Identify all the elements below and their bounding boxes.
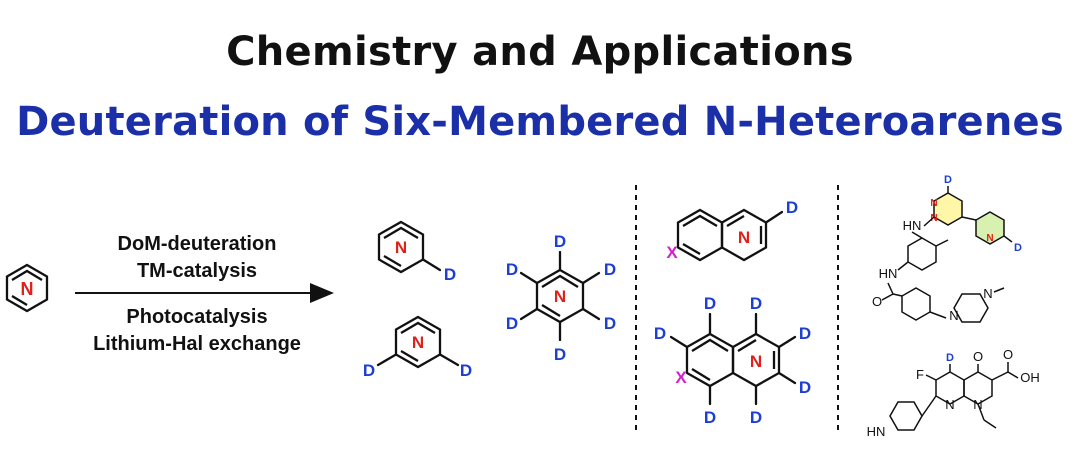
n-label: N — [395, 238, 407, 257]
n-label: N — [949, 308, 958, 323]
pyridine-di-deuterated: N D D — [363, 315, 472, 380]
o-label: O — [973, 349, 983, 364]
d-label: D — [654, 324, 666, 343]
d-label: D — [750, 294, 762, 313]
nh-label: HN — [867, 424, 886, 439]
n-label: N — [554, 287, 566, 306]
n-label: N — [930, 213, 937, 224]
fused-bicycle-per-deuterated: N X D D D D D D D — [654, 294, 811, 427]
x-label: X — [675, 368, 687, 387]
d-label: D — [946, 352, 954, 364]
d-label: D — [750, 408, 762, 427]
n-label: N — [986, 233, 993, 244]
oh-label: OH — [1020, 370, 1040, 385]
pyridine-mono-deuterated: N D — [377, 220, 456, 284]
pyridine-n-label: N — [21, 279, 34, 299]
d-label: D — [363, 361, 375, 380]
condition-photocatalysis: Photocatalysis — [126, 306, 267, 328]
d-label: D — [554, 232, 566, 251]
d-label: D — [704, 294, 716, 313]
pyrimidine-highlight — [934, 193, 962, 225]
nh-label: HN — [879, 266, 898, 281]
n-label: N — [412, 333, 424, 352]
pyridine-starting-material: N — [5, 263, 49, 313]
deuterated-drug-imatinib-analog: D N N N D HN HN O N N — [872, 174, 1022, 323]
condition-tm-catalysis: TM-catalysis — [137, 260, 257, 282]
d-label: D — [786, 198, 798, 217]
o-label: O — [872, 294, 882, 309]
pyridine-fully-deuterated: N D D D D D D — [506, 232, 616, 364]
n-label: N — [983, 286, 992, 301]
n-label: N — [945, 397, 954, 412]
n-label: N — [750, 352, 762, 371]
d-label: D — [1014, 242, 1022, 254]
pyridine-highlight — [976, 212, 1004, 244]
d-label: D — [444, 265, 456, 284]
fused-bicycle-mono-deuterated: N X D — [666, 198, 798, 262]
d-label: D — [604, 260, 616, 279]
d-label: D — [460, 361, 472, 380]
deuterated-drug-naphthyridone: D O F O OH N N HN — [867, 347, 1040, 439]
x-label: X — [666, 243, 678, 262]
subtitle: Deuteration of Six-Membered N-Heteroaren… — [16, 99, 1064, 145]
condition-dom-deuteration: DoM-deuteration — [118, 233, 277, 255]
d-label: D — [704, 408, 716, 427]
d-label: D — [604, 314, 616, 333]
n-label: N — [930, 198, 937, 209]
d-label: D — [506, 314, 518, 333]
d-label: D — [506, 260, 518, 279]
d-label: D — [944, 174, 952, 186]
n-label: N — [738, 228, 750, 247]
nh-label: HN — [903, 218, 922, 233]
condition-lithium-hal-exchange: Lithium-Hal exchange — [93, 333, 301, 355]
title: Chemistry and Applications — [226, 29, 854, 75]
d-label: D — [799, 378, 811, 397]
d-label: D — [799, 324, 811, 343]
o-label: O — [1003, 347, 1013, 362]
f-label: F — [916, 367, 924, 382]
d-label: D — [554, 345, 566, 364]
